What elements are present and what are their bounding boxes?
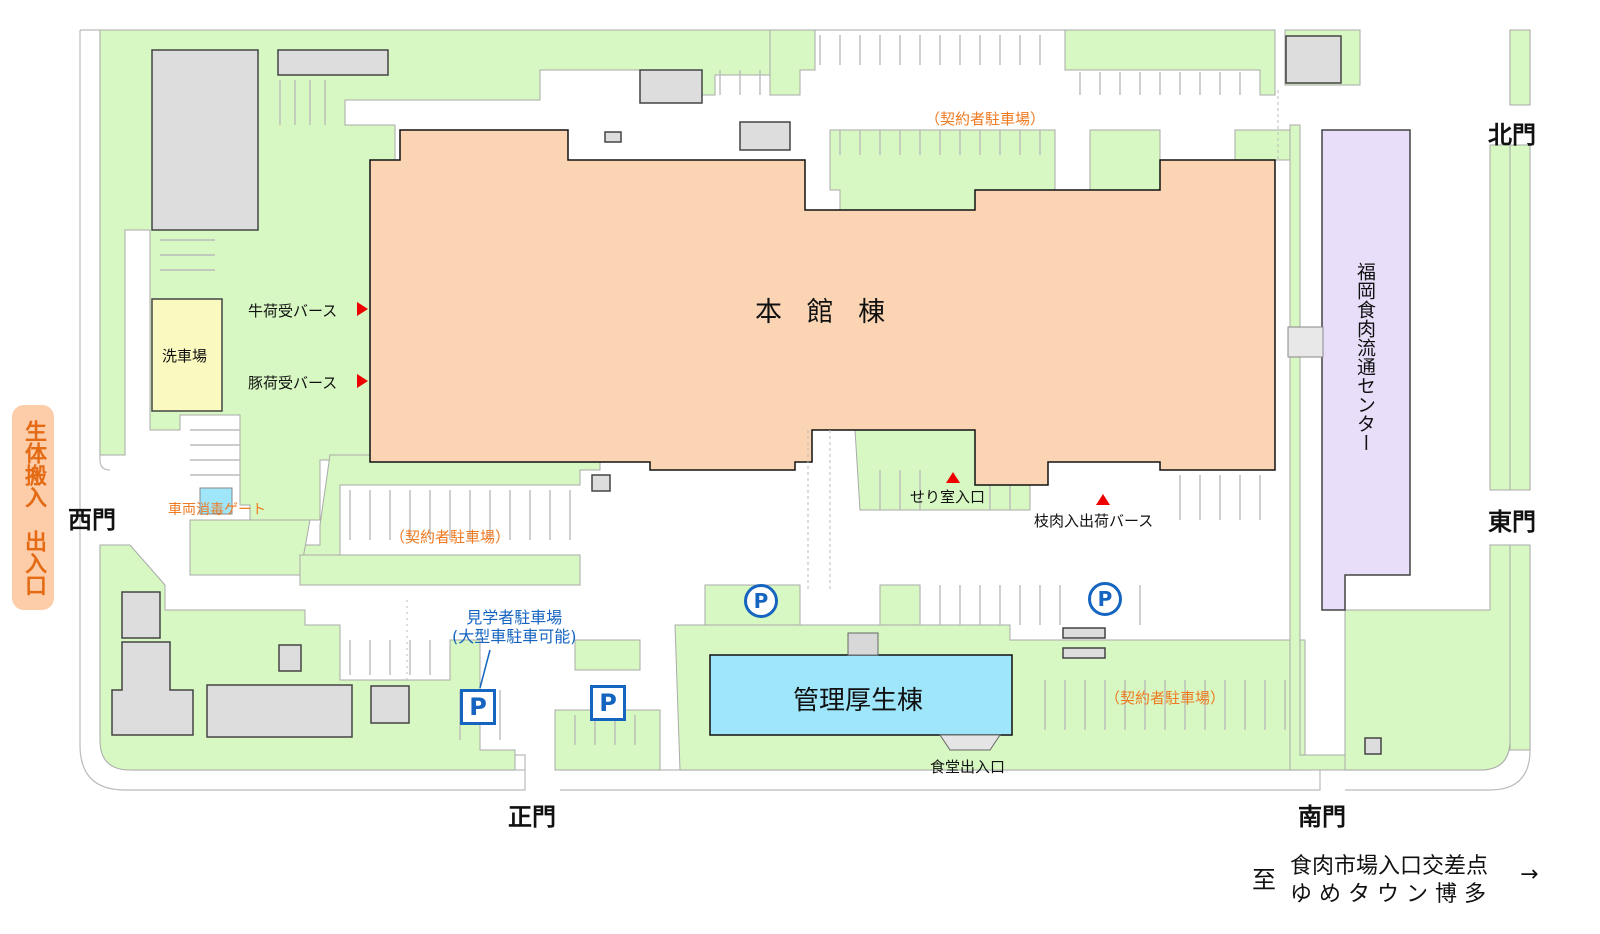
south-gate-label: 南門 bbox=[1298, 803, 1346, 831]
carcass-berth-label: 枝肉入出荷バース bbox=[1034, 512, 1154, 530]
parking-stalls bbox=[160, 35, 1286, 745]
cattle-berth-marker bbox=[357, 302, 368, 316]
north-gate-label: 北門 bbox=[1488, 121, 1536, 149]
visitor-parking-label: 見学者駐車場 (大型車駐車可能) bbox=[452, 608, 577, 646]
pig-berth-label: 豚荷受バース bbox=[248, 374, 338, 392]
parking-icon-main-gate: P bbox=[590, 685, 626, 721]
admin-building-label: 管理厚生棟 bbox=[793, 686, 924, 716]
west-gate-label: 西門 bbox=[68, 506, 116, 534]
disinfection-gate-label: 車両消毒ゲート bbox=[168, 502, 266, 518]
disinfection-gate-shape bbox=[199, 487, 233, 515]
parking-icon-visitor: P bbox=[460, 689, 496, 725]
direction-line-1: 食肉市場入口交差点 bbox=[1290, 854, 1489, 879]
auction-room-label: せり室入口 bbox=[910, 488, 986, 506]
auction-room-marker bbox=[946, 472, 960, 483]
car-wash-shape bbox=[151, 298, 223, 412]
contractor-parking-north-label: （契約者駐車場） bbox=[925, 110, 1046, 128]
distribution-center-label: 福岡食肉流通センター bbox=[1354, 262, 1376, 452]
car-wash-label: 洗車場 bbox=[162, 347, 208, 365]
admin-building-shape bbox=[709, 654, 1013, 736]
cafeteria-entrance-label: 食堂出入口 bbox=[930, 758, 1006, 776]
direction-to-label: 至 bbox=[1252, 866, 1276, 894]
grey-buildings bbox=[111, 35, 1382, 755]
parking-icon-south-west: P bbox=[744, 584, 778, 618]
cattle-berth-label: 牛荷受バース bbox=[248, 302, 338, 320]
main-building-shape bbox=[369, 129, 1276, 486]
parking-icon-south-east: P bbox=[1088, 582, 1122, 616]
pig-berth-marker bbox=[357, 374, 368, 388]
main-building-label: 本 館 棟 bbox=[755, 297, 894, 328]
contractor-parking-center-label: （契約者駐車場） bbox=[390, 528, 511, 546]
distribution-center-shape bbox=[1321, 129, 1411, 611]
direction-arrow-icon: → bbox=[1520, 862, 1539, 887]
visitor-parking-title: 見学者駐車場 bbox=[466, 608, 563, 627]
contractor-parking-south-label: （契約者駐車場） bbox=[1105, 689, 1226, 707]
direction-line-2: ゆ め タ ウ ン 博 多 bbox=[1290, 882, 1486, 907]
livestock-entrance-badge: 生体搬入 出入口 bbox=[12, 405, 54, 610]
main-gate-label: 正門 bbox=[508, 803, 556, 831]
visitor-parking-note: (大型車駐車可能) bbox=[452, 627, 577, 646]
carcass-berth-marker bbox=[1096, 494, 1110, 505]
east-gate-label: 東門 bbox=[1488, 508, 1536, 536]
